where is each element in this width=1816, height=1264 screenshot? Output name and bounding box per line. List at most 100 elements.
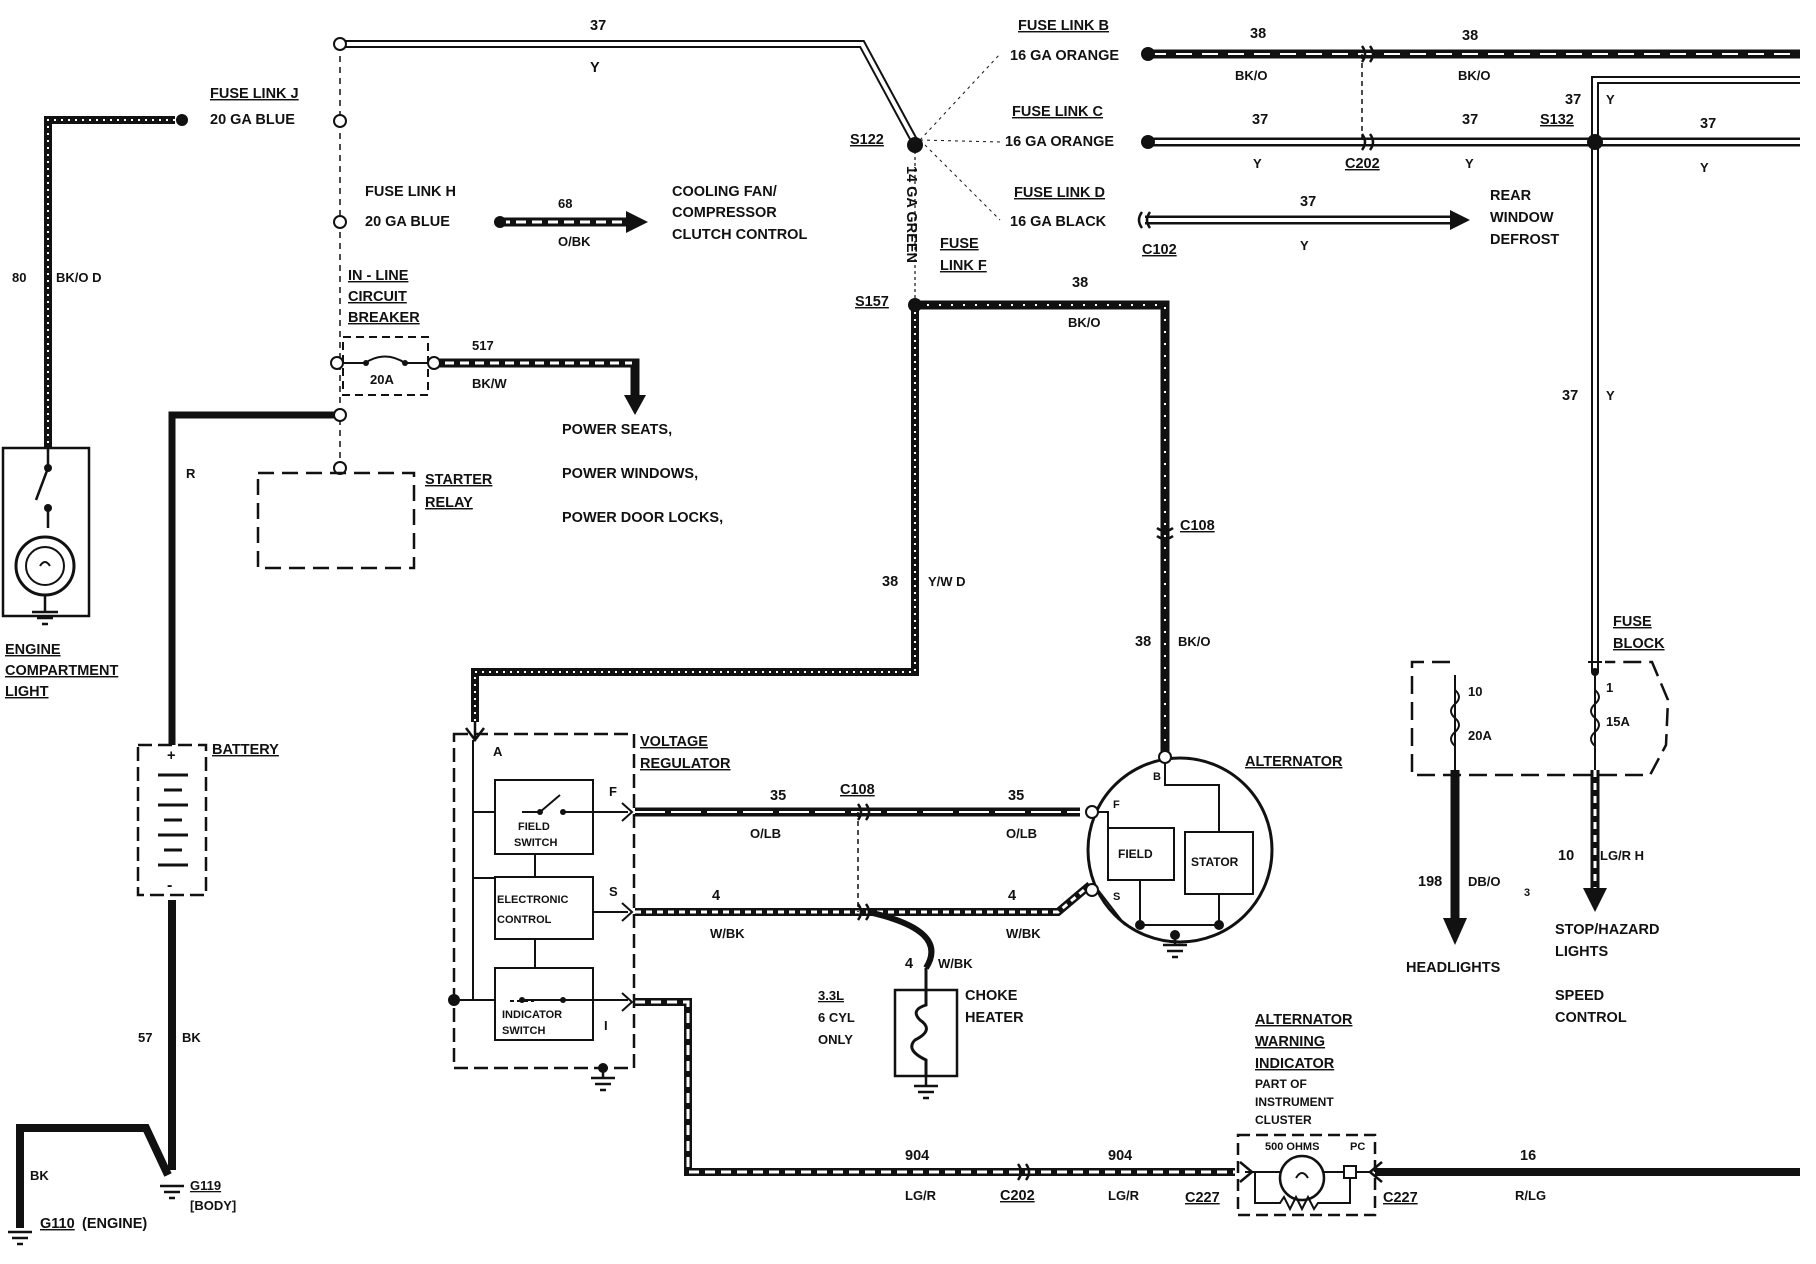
warning-label-3: INDICATOR [1255,1056,1335,1072]
wire-label-904-1: 904 [905,1148,929,1164]
wire-label-bko-b1: BK/O [1235,68,1268,83]
ground-g110-note: (ENGINE) [82,1216,147,1232]
fuse-link-b-node [1141,47,1155,61]
wire-label-wbk-2: W/BK [1006,926,1041,941]
fuse-block-label-1: FUSE [1613,614,1652,630]
wire-198-dbo [1443,770,1467,945]
wire-label-57: 57 [138,1030,152,1045]
wire-r-battery [168,411,338,745]
fuse-block-label-2: BLOCK [1613,636,1665,652]
wire-label-bk57: BK [182,1030,201,1045]
connector-c227-left-label: C227 [1185,1190,1220,1206]
choke-note-3: ONLY [818,1032,853,1047]
battery-plus: + [167,748,175,764]
connector-c202-top-label: C202 [1345,156,1380,172]
wire-label-dbo: DB/O [1468,874,1501,889]
load-cooling-2: COMPRESSOR [672,205,777,221]
wire-label-35-1: 35 [770,788,786,804]
regulator-title-2: REGULATOR [640,756,731,772]
wire-37-y-right [1591,76,1800,672]
choke-note-2: 6 CYL [818,1010,855,1025]
fuse-link-pins [176,37,506,475]
fuse-block-1: 1 [1606,680,1613,695]
load-headlights: HEADLIGHTS [1406,960,1501,976]
wire-bk-g110 [16,1124,172,1228]
wire-label-37-c1: 37 [1252,112,1268,128]
wire-label-4-1: 4 [712,888,720,904]
wire-904-lgr [635,998,1235,1176]
load-speed-2: CONTROL [1555,1010,1627,1026]
load-rear-2: WINDOW [1490,210,1554,226]
wire-label-38-b2: 38 [1462,28,1478,44]
regulator-title-1: VOLTAGE [640,734,708,750]
ground-g119-label: G119 [190,1178,221,1193]
wire-label-bkw: BK/W [472,376,507,391]
engine-light-label-2: COMPARTMENT [5,663,118,679]
wire-label-y-r: Y [1700,160,1709,175]
connector-c202-bottom-label: C202 [1000,1188,1035,1204]
fuse-link-c-label: FUSE LINK C [1012,104,1104,120]
warning-pc: PC [1350,1141,1365,1153]
wire-label-bko-b2: BK/O [1458,68,1491,83]
fuse-link-f-label-1: FUSE [940,236,979,252]
wire-label-35-2: 35 [1008,788,1024,804]
connector-c108-v-label: C108 [1180,518,1215,534]
fuse-block-10-amp: 20A [1468,728,1492,743]
wire-label-10: 10 [1558,848,1574,864]
field-switch-2: SWITCH [514,837,557,849]
wire-38-bko-alt [915,300,1170,755]
alternator-s: S [1113,891,1120,903]
wire-38-ywd [471,305,919,722]
alternator [1085,750,1274,959]
battery-label: BATTERY [212,742,279,758]
wire-label-bk-g110: BK [30,1168,49,1183]
regulator-s: S [609,884,618,899]
warning-part-2: INSTRUMENT [1255,1095,1334,1109]
wire-37-y-top [340,40,919,144]
wire-68-obk [500,211,648,233]
choke-heater [893,988,959,1100]
wire-80-bko [44,116,175,450]
wire-label-olb-1: O/LB [750,826,781,841]
warning-ohms: 500 OHMS [1265,1141,1319,1153]
alternator-stator: STATOR [1191,855,1239,869]
fuse-link-b-gauge: 16 GA ORANGE [1010,48,1119,64]
splice-s157 [908,298,922,312]
fuse-link-f-gauge: 14 GA GREEN [903,166,919,263]
wire-517-bkw [430,358,646,415]
engine-light-label-1: ENGINE [5,642,61,658]
fuse-link-h-gauge: 20 GA BLUE [365,214,450,230]
breaker-label-2: CIRCUIT [348,289,407,305]
fuse-link-c-gauge: 16 GA ORANGE [1005,134,1114,150]
wire-label-y-rt1: Y [1606,92,1615,107]
load-cooling-3: CLUTCH CONTROL [672,227,807,243]
wire-label-rlg: R/LG [1515,1188,1546,1203]
breaker-label-3: BREAKER [348,310,420,326]
wire-label-4-2: 4 [1008,888,1016,904]
connector-c102-label: C102 [1142,242,1177,258]
field-switch-1: FIELD [518,821,550,833]
wire-label-37-top: 37 [590,18,606,34]
load-stop-1: STOP/HAZARD [1555,922,1659,938]
splice-s122 [907,137,923,153]
fuse-leaders [919,53,1001,221]
regulator-a: A [493,744,503,759]
wire-label-517: 517 [472,338,494,353]
circuit-breaker [330,336,441,396]
alternator-b: B [1153,771,1161,783]
choke-note-1: 3.3L [818,988,844,1003]
wire-label-r: R [186,466,196,481]
alternator-field: FIELD [1118,847,1153,861]
fuse-link-d-label: FUSE LINK D [1014,185,1105,201]
load-cooling-1: COOLING FAN/ [672,184,777,200]
wire-label-wbk-3: W/BK [938,956,973,971]
voltage-regulator [448,722,636,1092]
wire-label-lgr-1: LG/R [905,1188,937,1203]
wire-label-bko-alt: BK/O [1178,634,1211,649]
connector-c102 [1137,211,1152,229]
wire-label-37-c2: 37 [1462,112,1478,128]
wire-label-4-3: 4 [905,956,913,972]
splice-s122-label: S122 [850,132,884,148]
regulator-i: I [604,1018,608,1033]
